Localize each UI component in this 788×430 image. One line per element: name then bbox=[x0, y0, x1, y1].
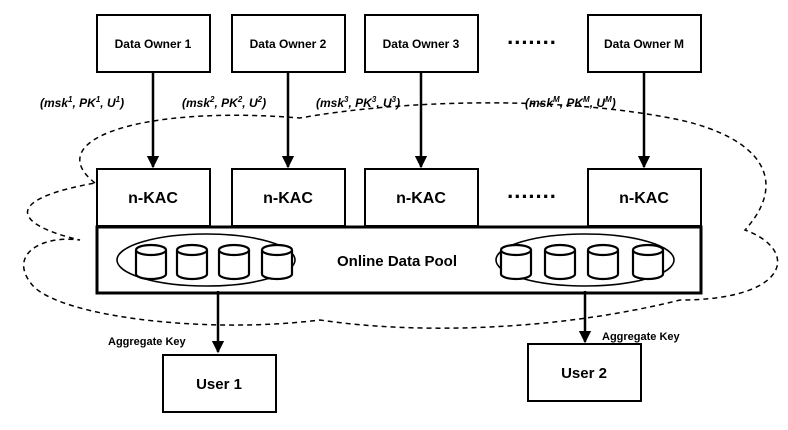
database-cylinder-icon bbox=[175, 243, 209, 281]
database-cylinder-icon bbox=[217, 243, 251, 281]
data-owner-3-label: Data Owner 3 bbox=[383, 37, 460, 51]
data-owner-2-label: Data Owner 2 bbox=[250, 37, 327, 51]
database-cylinder-icon bbox=[499, 243, 533, 281]
key-label-m: (mskM, PKM, UM) bbox=[525, 95, 616, 110]
data-owner-m-label: Data Owner M bbox=[604, 37, 684, 51]
aggregate-key-label-1: Aggregate Key bbox=[108, 336, 187, 348]
user-2-label: User 2 bbox=[561, 365, 607, 382]
database-cylinders-right bbox=[499, 243, 665, 281]
database-cylinder-icon bbox=[586, 243, 620, 281]
data-owner-2: Data Owner 2 bbox=[231, 14, 346, 73]
data-owner-1-label: Data Owner 1 bbox=[115, 37, 192, 51]
online-data-pool: Online Data Pool bbox=[95, 225, 703, 295]
nkac-3: n-KAC bbox=[364, 168, 479, 227]
nkac-2-label: n-KAC bbox=[263, 190, 313, 207]
key-label-1: (msk1, PK1, U1) bbox=[40, 95, 124, 110]
user-1-label: User 1 bbox=[196, 376, 242, 393]
data-owner-ellipsis: ....... bbox=[507, 24, 557, 49]
database-cylinder-icon bbox=[260, 243, 294, 281]
user-1: User 1 bbox=[162, 354, 277, 413]
key-label-3: (msk3, PK3, U3) bbox=[316, 95, 400, 110]
cloud-boundary bbox=[23, 102, 779, 329]
nkac-m: n-KAC bbox=[587, 168, 702, 227]
nkac-ellipsis: ....... bbox=[507, 178, 557, 203]
database-cylinder-icon bbox=[543, 243, 577, 281]
database-group-right bbox=[495, 233, 675, 287]
database-cylinder-icon bbox=[134, 243, 168, 281]
nkac-2: n-KAC bbox=[231, 168, 346, 227]
nkac-1: n-KAC bbox=[96, 168, 211, 227]
aggregate-key-label-2: Aggregate Key bbox=[602, 331, 681, 343]
database-cylinders-left bbox=[134, 243, 294, 281]
database-cylinder-icon bbox=[631, 243, 665, 281]
data-owner-3: Data Owner 3 bbox=[364, 14, 479, 73]
nkac-3-label: n-KAC bbox=[396, 190, 446, 207]
key-label-2: (msk2, PK2, U2) bbox=[182, 95, 266, 110]
nkac-1-label: n-KAC bbox=[128, 190, 178, 207]
user-2: User 2 bbox=[527, 343, 642, 402]
online-data-pool-label: Online Data Pool bbox=[337, 253, 457, 270]
nkac-m-label: n-KAC bbox=[619, 190, 669, 207]
data-owner-1: Data Owner 1 bbox=[96, 14, 211, 73]
data-owner-m: Data Owner M bbox=[587, 14, 702, 73]
